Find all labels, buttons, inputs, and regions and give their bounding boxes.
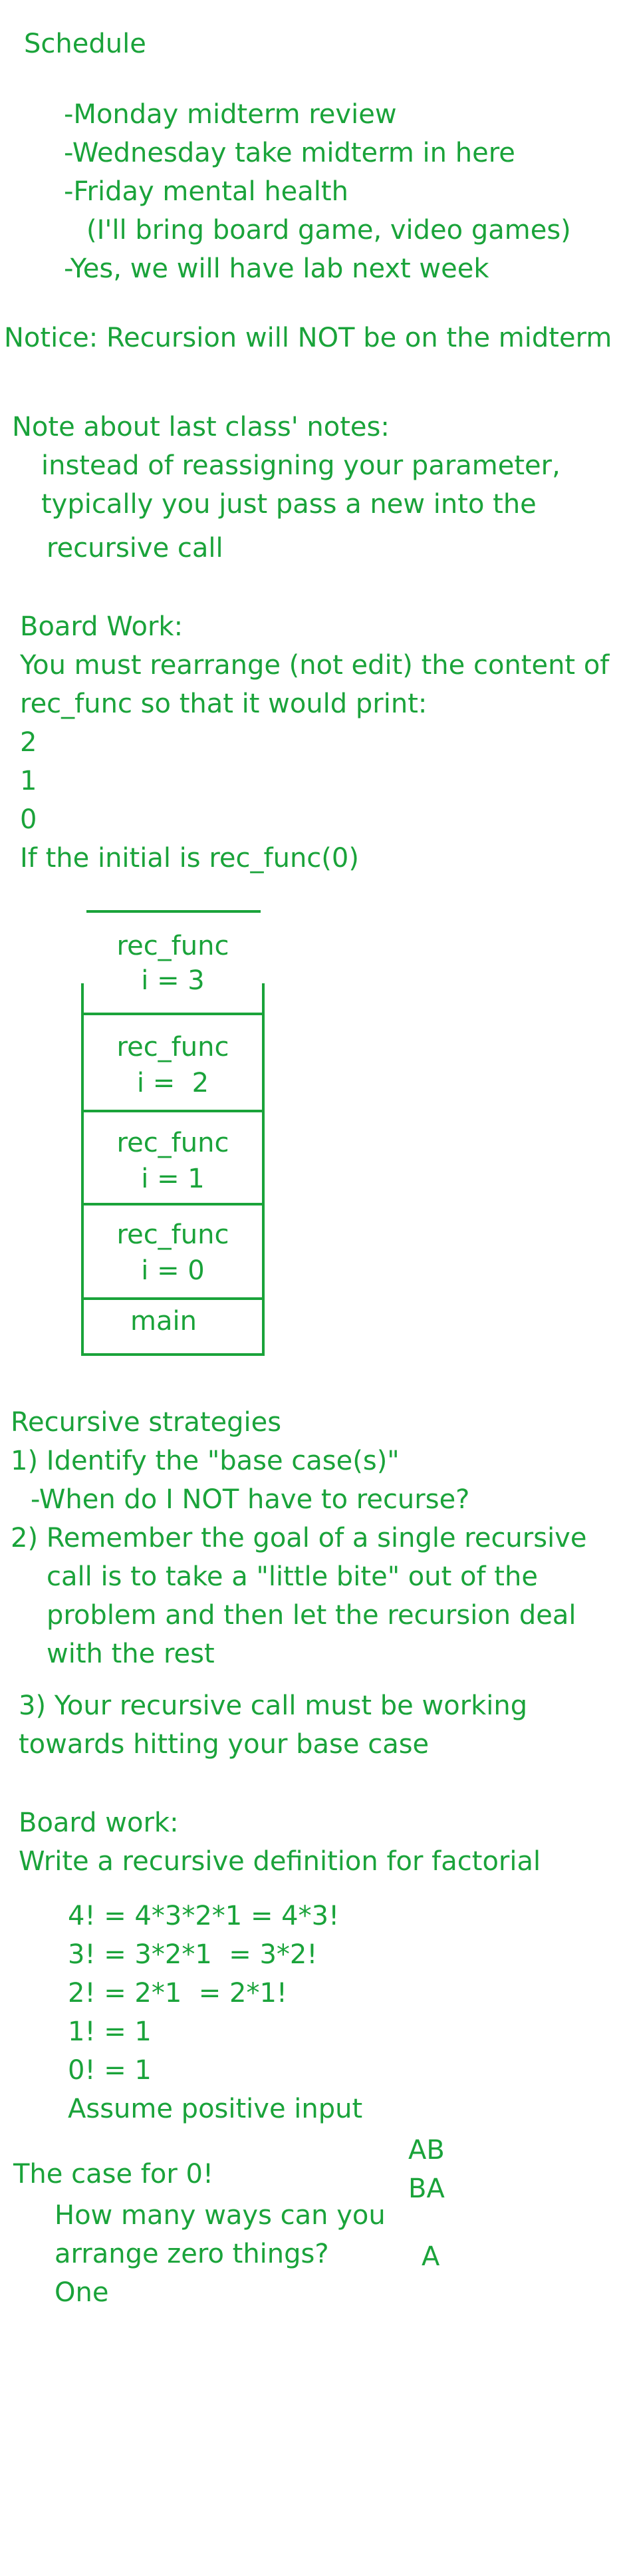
zero-case-line: How many ways can you	[55, 2200, 386, 2231]
notice-text: Notice: Recursion will NOT be on the mid…	[4, 323, 612, 353]
note-line: typically you just pass a new into the	[41, 489, 537, 520]
stack-divider	[81, 1297, 265, 1300]
zero-case-line: arrange zero things?	[55, 2239, 329, 2269]
stack-frame-value: i = 2	[136, 1068, 209, 1098]
stack-frame-name: rec_func	[116, 931, 229, 961]
stack-base-main: main	[130, 1306, 197, 1337]
board-work-2-prompt: Write a recursive definition for factori…	[19, 1846, 541, 1877]
board-work-2-heading: Board work:	[19, 1808, 179, 1838]
arrangement-a: A	[422, 2241, 440, 2272]
schedule-item-friday: -Friday mental health	[64, 176, 348, 207]
zero-case-line: One	[55, 2277, 109, 2308]
schedule-item-monday: -Monday midterm review	[64, 99, 397, 130]
stack-frame-name: rec_func	[116, 1032, 229, 1062]
strategies-heading: Recursive strategies	[11, 1407, 282, 1438]
schedule-heading: Schedule	[24, 29, 146, 59]
factorial-line: 3! = 3*2*1 = 3*2!	[68, 1939, 318, 1970]
schedule-item-games: (I'll bring board game, video games)	[86, 215, 571, 245]
stack-frame-name: rec_func	[116, 1128, 229, 1158]
call-stack	[81, 983, 265, 1356]
board-work-line: 2	[20, 727, 37, 758]
stack-top-line	[86, 910, 261, 913]
stack-divider	[81, 1013, 265, 1015]
zero-case-heading: The case for 0!	[13, 2159, 213, 2189]
stack-frame-value: i = 1	[141, 1164, 205, 1194]
strategy-line: -When do I NOT have to recurse?	[31, 1484, 470, 1515]
schedule-item-lab: -Yes, we will have lab next week	[64, 253, 489, 284]
board-work-line: rec_func so that it would print:	[20, 689, 428, 719]
strategy-line: 2) Remember the goal of a single recursi…	[11, 1523, 587, 1553]
stack-frame-value: i = 3	[141, 965, 205, 996]
strategy-line: towards hitting your base case	[19, 1729, 430, 1760]
factorial-note: Assume positive input	[68, 2094, 363, 2124]
stack-frame-name: rec_func	[116, 1219, 229, 1250]
strategy-line: call is to take a "little bite" out of t…	[47, 1561, 538, 1592]
factorial-line: 4! = 4*3*2*1 = 4*3!	[68, 1901, 340, 1931]
strategy-line: problem and then let the recursion deal	[47, 1600, 576, 1631]
strategy-line: 1) Identify the "base case(s)"	[11, 1446, 400, 1476]
factorial-line: 1! = 1	[68, 2016, 152, 2047]
strategy-line: with the rest	[47, 1639, 215, 1669]
board-work-line: You must rearrange (not edit) the conten…	[20, 650, 610, 681]
stack-divider	[81, 1203, 265, 1206]
schedule-item-wednesday: -Wednesday take midterm in here	[64, 138, 515, 168]
board-work-line: 0	[20, 804, 37, 835]
arrangement-ba: BA	[408, 2174, 445, 2204]
arrangement-ab: AB	[408, 2135, 445, 2166]
board-work-heading: Board Work:	[20, 611, 184, 642]
board-work-line: 1	[20, 766, 37, 796]
strategy-line: 3) Your recursive call must be working	[19, 1690, 528, 1721]
stack-divider	[81, 1110, 265, 1112]
note-heading: Note about last class' notes:	[12, 412, 390, 442]
note-line: recursive call	[47, 533, 223, 564]
stack-frame-value: i = 0	[141, 1255, 205, 1286]
note-line: instead of reassigning your parameter,	[41, 450, 560, 481]
board-work-line: If the initial is rec_func(0)	[20, 843, 359, 874]
factorial-line: 0! = 1	[68, 2055, 152, 2086]
factorial-line: 2! = 2*1 = 2*1!	[68, 1978, 287, 2009]
